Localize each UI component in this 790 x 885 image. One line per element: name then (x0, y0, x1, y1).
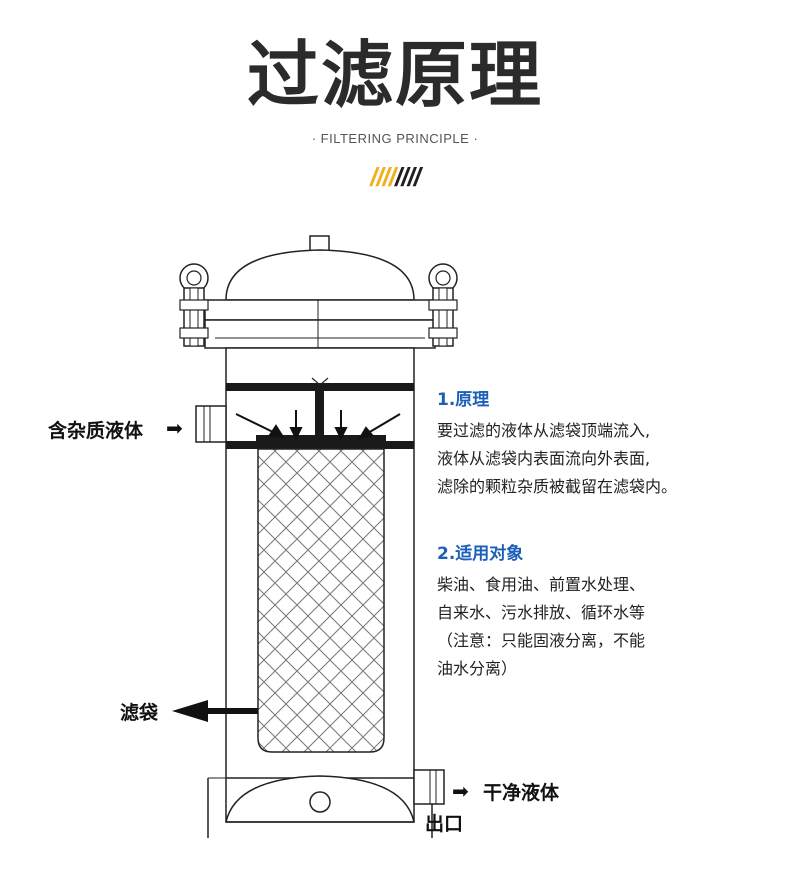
inlet-pipe (195, 405, 227, 443)
page-subtitle: · FILTERING PRINCIPLE · (311, 131, 479, 146)
right-clamp (428, 263, 458, 347)
applications-section: 2.适用对象 柴油、食用油、前置水处理、 自来水、污水排放、循环水等 （注意：只… (437, 543, 777, 683)
applications-line: 油水分离） (437, 659, 518, 678)
bag-label: 滤袋 (120, 702, 159, 724)
center-post (315, 391, 324, 445)
bag-ring (226, 441, 414, 449)
filter-bag (257, 448, 385, 753)
outlet-arrow-icon: ➡ (452, 779, 469, 803)
applications-heading: 2.适用对象 (437, 544, 524, 564)
flow-arrows (235, 410, 401, 441)
clean-liquid-label: 干净液体 (483, 782, 560, 804)
principle-line: 液体从滤袋内表面流向外表面, (437, 449, 651, 468)
decorative-slashes: //////// (0, 162, 790, 192)
inlet-label: 含杂质液体 (48, 420, 144, 442)
drain-port (309, 791, 331, 813)
slashes-dark: //// (395, 162, 421, 192)
slashes-yellow: //// (370, 162, 396, 192)
applications-line: （注意：只能固液分离，不能 (437, 631, 646, 650)
outlet-pipe (413, 769, 445, 805)
lid-flange-bottom (204, 319, 436, 349)
inlet-arrow-icon: ➡ (166, 416, 183, 440)
principle-line: 要过滤的液体从滤袋顶端流入, (437, 421, 651, 440)
applications-line: 柴油、食用油、前置水处理、 (437, 575, 646, 594)
principle-heading: 1.原理 (437, 390, 490, 410)
dome-lid (225, 249, 415, 301)
principle-section: 1.原理 要过滤的液体从滤袋顶端流入, 液体从滤袋内表面流向外表面, 滤除的颗粒… (437, 389, 777, 501)
top-plate (226, 383, 414, 391)
outlet-label: 出口 (425, 813, 464, 835)
left-clamp (179, 263, 209, 347)
page-title: 过滤原理 (246, 33, 543, 117)
lid-flange-top (204, 299, 436, 321)
bag-pointer-arrow (172, 700, 258, 722)
principle-line: 滤除的颗粒杂质被截留在滤袋内。 (437, 477, 678, 496)
applications-line: 自来水、污水排放、循环水等 (437, 603, 646, 622)
